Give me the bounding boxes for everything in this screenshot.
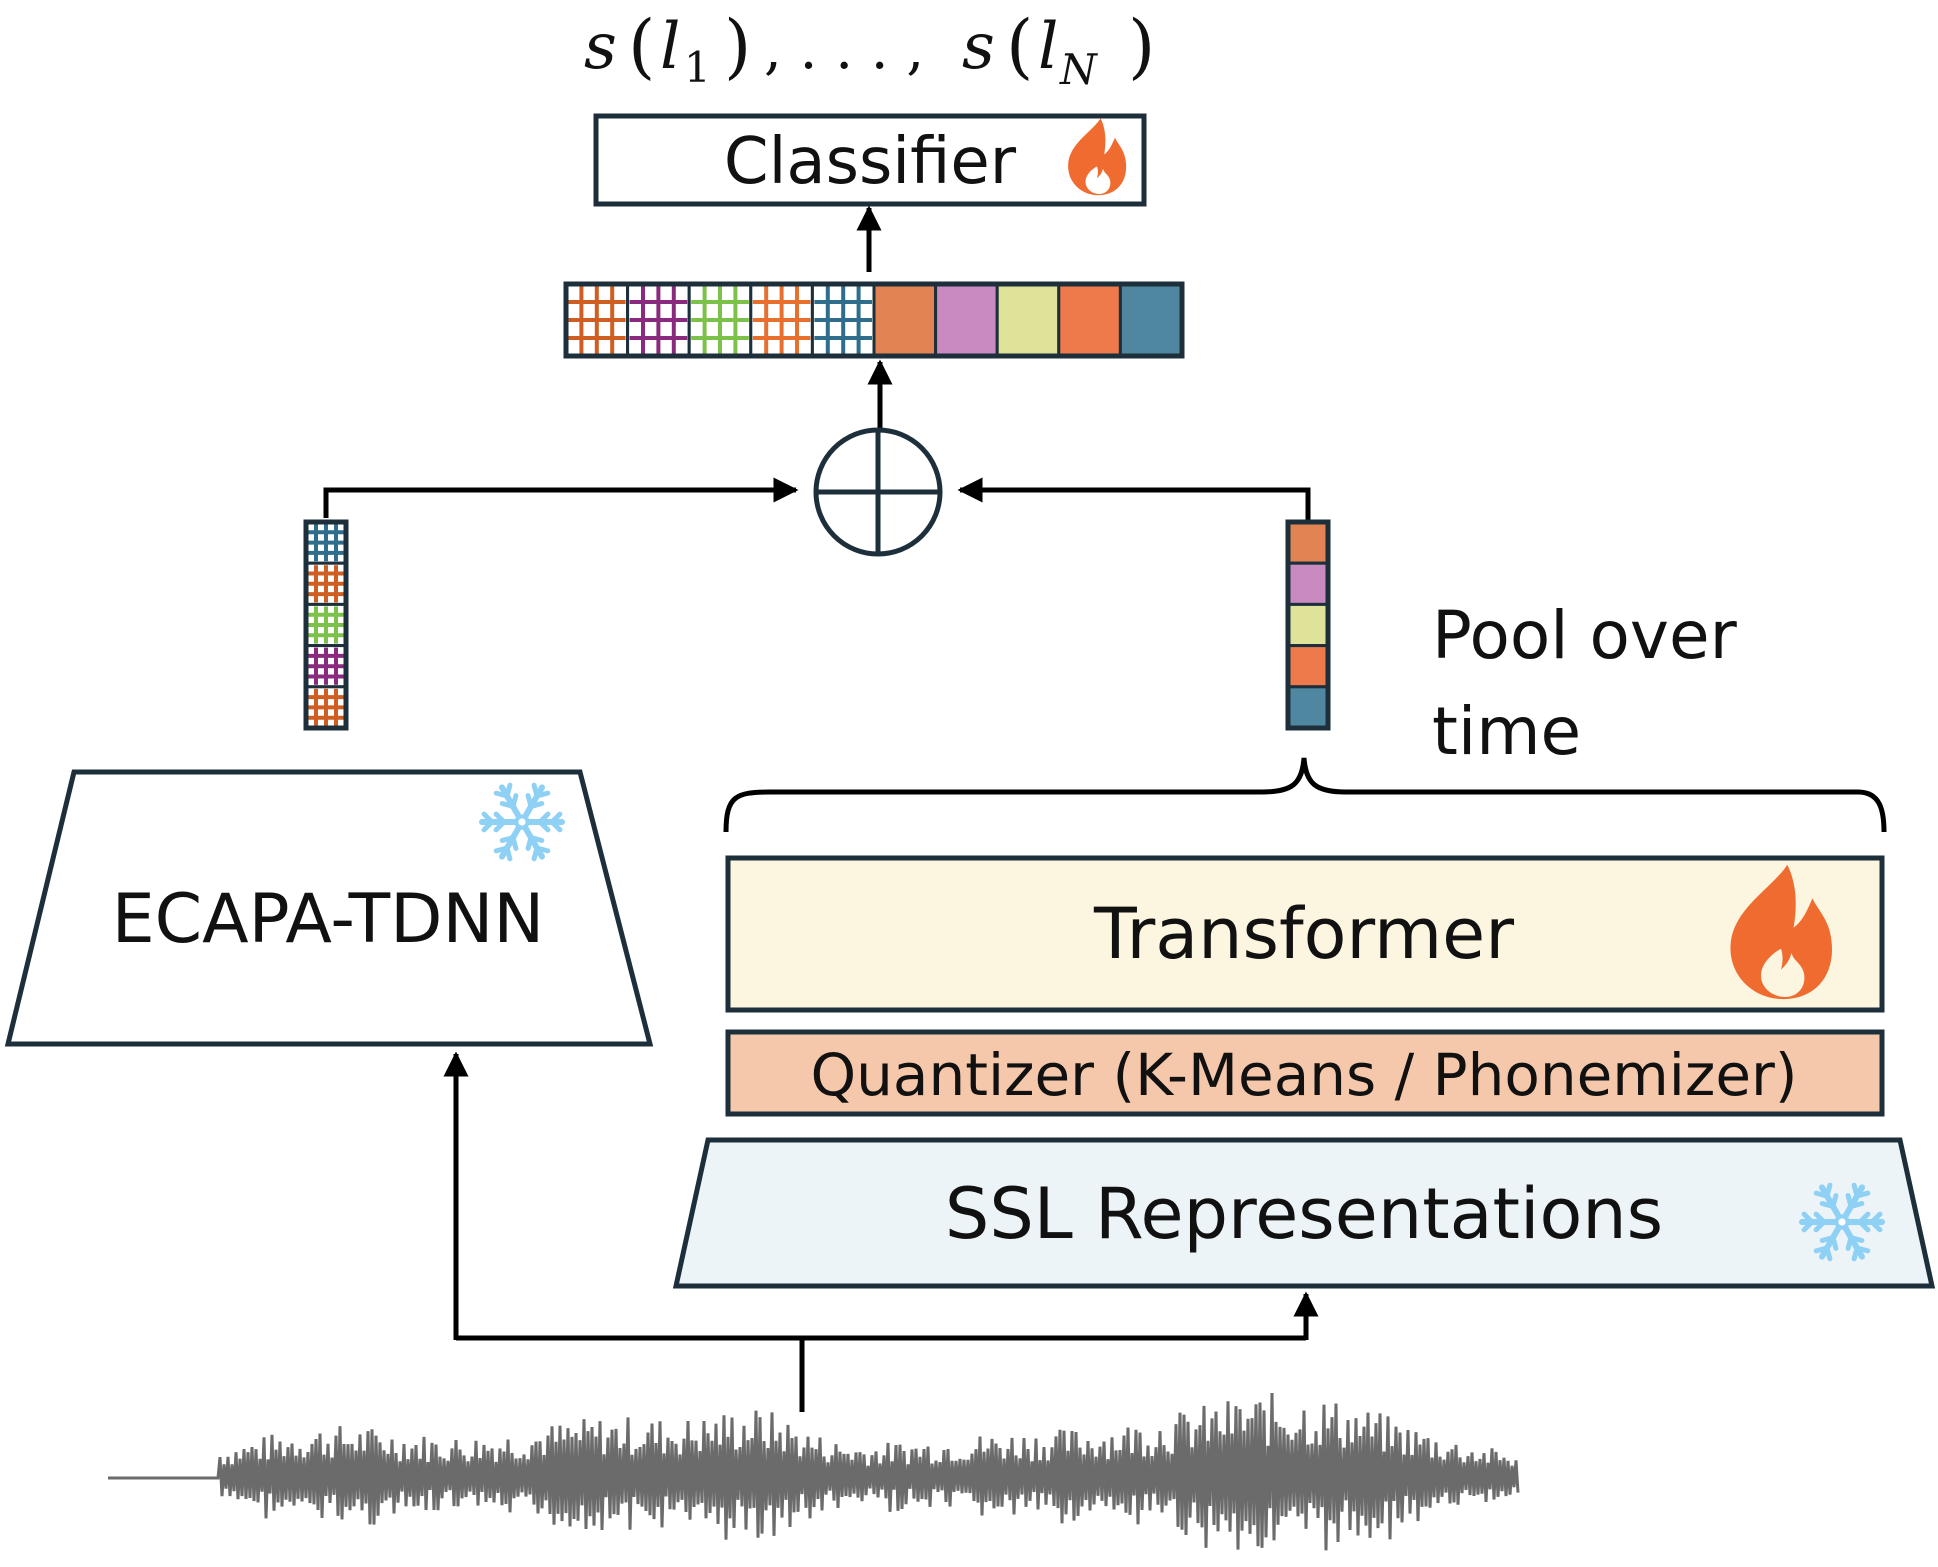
concat-operator — [813, 427, 943, 557]
ssl-trapezoid — [672, 1137, 1936, 1289]
transformer-block: Transformer — [725, 855, 1885, 1013]
transformer-label: Transformer — [1093, 893, 1514, 975]
ssl-embedding-cell — [1286, 602, 1330, 648]
quantizer-box — [725, 1029, 1885, 1117]
pool-label-line1: Pool over — [1432, 597, 1738, 674]
arrow-speaker-to-operator — [323, 477, 799, 518]
speaker-embedding — [303, 519, 349, 731]
speaker-embedding-outline — [303, 519, 349, 731]
formula-paren-close-1: ) — [724, 5, 751, 87]
formula-ellipsis: , . . . , — [764, 17, 924, 82]
speaker-embedding-cell — [304, 644, 348, 689]
ecapa-tdnn-block: ECAPA-TDNN — [4, 769, 654, 1047]
pool-brace — [723, 757, 1887, 833]
concat-cell-hatched — [626, 282, 691, 358]
formula-paren-open-1: ( — [628, 5, 655, 87]
speaker-embedding-cell — [304, 685, 348, 730]
ssl-embedding-cell — [1286, 644, 1330, 689]
ssl-embedding — [1285, 519, 1331, 731]
ssl-representations-block: SSL Representations — [672, 1137, 1936, 1289]
concat-cell-hatched — [749, 282, 814, 358]
ssl-label: SSL Representations — [945, 1173, 1663, 1255]
arrow-ssl-to-operator — [957, 477, 1311, 524]
formula-lN: l — [1038, 10, 1058, 84]
flame-icon — [1730, 864, 1832, 1000]
formula-paren-close-N: ) — [1128, 5, 1155, 87]
flame-icon — [1068, 118, 1127, 196]
snowflake-icon — [1799, 1182, 1885, 1262]
classifier-block: Classifier — [593, 113, 1147, 207]
concat-frame-outline — [563, 281, 1185, 359]
speaker-embedding-cell — [304, 602, 348, 648]
concat-cell-hatched — [810, 282, 876, 358]
concatenated-embedding — [563, 281, 1185, 359]
concat-cell-solid — [1057, 282, 1122, 358]
pool-over-time-label: Pool over time — [1432, 597, 1738, 770]
pool-label-line2: time — [1432, 693, 1581, 770]
quantizer-block: Quantizer (K-Means / Phonemizer) — [725, 1029, 1885, 1117]
ssl-embedding-cell — [1286, 685, 1330, 730]
concat-cell-hatched — [564, 282, 630, 358]
formula-l1: l — [660, 10, 680, 84]
audio-waveform — [108, 1392, 1520, 1551]
ssl-embedding-cell — [1286, 520, 1330, 565]
ecapa-label: ECAPA-TDNN — [112, 880, 545, 959]
ssl-embedding-outline — [1285, 519, 1331, 731]
output-scores-formula: s ( l 1 ) , . . . , s ( l N ) — [584, 5, 1155, 94]
concat-cell-hatched — [687, 282, 753, 358]
concat-cell-solid — [995, 282, 1061, 358]
transformer-box — [725, 855, 1885, 1013]
formula-subscript-1: 1 — [684, 43, 711, 92]
formula-paren-open-N: ( — [1006, 5, 1033, 87]
snowflake-icon — [479, 782, 565, 862]
speaker-embedding-cell — [304, 561, 348, 606]
classifier-box — [593, 113, 1147, 207]
classifier-label: Classifier — [724, 125, 1017, 199]
concat-cell-solid — [1118, 282, 1184, 358]
concat-cell-solid — [934, 282, 999, 358]
ssl-embedding-cell — [1286, 561, 1330, 606]
formula-s1: s — [584, 10, 617, 84]
formula-sN: s — [962, 10, 995, 84]
quantizer-label: Quantizer (K-Means / Phonemizer) — [810, 1041, 1797, 1109]
formula-subscript-N: N — [1059, 45, 1098, 94]
speaker-embedding-cell — [304, 520, 348, 565]
concat-cell-solid — [872, 282, 938, 358]
ecapa-trapezoid — [4, 769, 654, 1047]
